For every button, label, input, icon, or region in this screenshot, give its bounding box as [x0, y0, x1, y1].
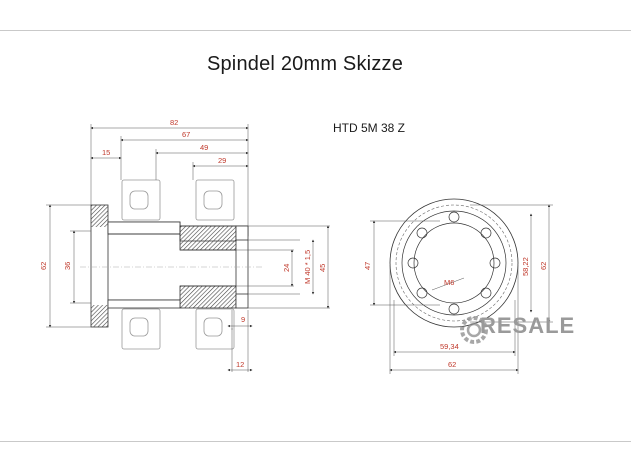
hatch-area: [179, 285, 237, 309]
bolt-hole: [448, 211, 460, 223]
pulley-root: [401, 210, 507, 316]
clamp-block-top-left: [121, 179, 161, 221]
dim-67: 67: [182, 130, 190, 139]
bolt-hole: [480, 287, 492, 299]
bolt-hole: [416, 287, 428, 299]
dim-24: 24: [282, 264, 291, 272]
bolt-hole: [489, 257, 501, 269]
dim-36: 36: [63, 262, 72, 270]
hatch-area: [91, 205, 108, 227]
hatch-area: [91, 305, 108, 327]
clamp-block-top-right: [195, 179, 235, 221]
dim-12: 12: [236, 360, 244, 369]
dim-29: 29: [218, 156, 226, 165]
dim-58-22: 58,22: [521, 257, 530, 276]
pulley-teeth: [395, 204, 513, 322]
gear-icon: [460, 316, 488, 344]
hatch-area: [179, 225, 237, 251]
dim-62-right: 62: [539, 262, 548, 270]
dim-82: 82: [170, 118, 178, 127]
dim-62-bottom: 62: [448, 360, 456, 369]
bolt-hole: [480, 227, 492, 239]
dim-59-34: 59,34: [440, 342, 459, 351]
dim-47: 47: [363, 262, 372, 270]
clamp-block-bottom-left: [121, 308, 161, 350]
clamp-hole: [203, 317, 223, 337]
bolt-hole: [448, 303, 460, 315]
belt-label: HTD 5M 38 Z: [333, 121, 406, 135]
drawing-frame: [0, 30, 631, 442]
clamp-block-bottom-right: [195, 308, 235, 350]
dim-15: 15: [102, 148, 110, 157]
side-view: [46, 124, 330, 372]
dim-m6: M6: [444, 278, 454, 287]
clamp-hole: [203, 190, 223, 210]
pulley-outer: [389, 198, 519, 328]
bolt-hole: [416, 227, 428, 239]
dim-62-left: 62: [39, 262, 48, 270]
front-view: [370, 198, 553, 374]
clamp-hole: [129, 317, 149, 337]
dim-9: 9: [241, 315, 245, 324]
watermark-logo: RESALE: [480, 313, 576, 338]
bolt-hole: [407, 257, 419, 269]
dim-thread: M 40 * 1,5: [303, 250, 312, 284]
clamp-hole: [129, 190, 149, 210]
pulley-bore: [413, 222, 495, 304]
dim-49: 49: [200, 143, 208, 152]
dim-45: 45: [318, 264, 327, 272]
drawing-title: Spindel 20mm Skizze: [206, 53, 404, 75]
